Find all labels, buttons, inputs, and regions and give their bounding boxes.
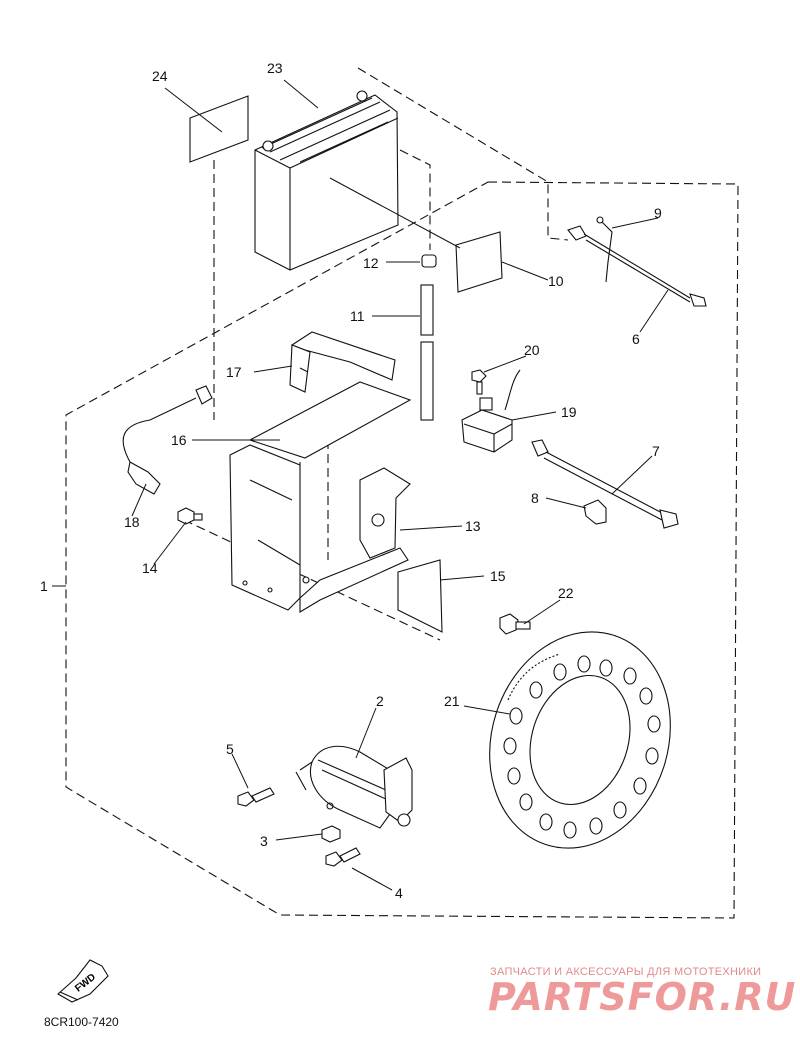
callout-18: 18 <box>124 514 140 530</box>
callout-15: 15 <box>490 568 506 584</box>
pad-15 <box>397 559 443 633</box>
assembly-boundary <box>65 181 739 919</box>
starter-motor <box>295 745 413 829</box>
bolt-22 <box>499 613 531 635</box>
callout-12: 12 <box>363 255 379 271</box>
callout-2: 2 <box>376 693 384 709</box>
battery-tray <box>229 444 411 613</box>
battery-label-24 <box>189 95 249 163</box>
pad-10 <box>455 231 503 293</box>
callout-6: 6 <box>632 331 640 347</box>
callout-8: 8 <box>531 490 539 506</box>
bolt-5 <box>237 787 275 807</box>
drawing-code: 8CR100-7420 <box>44 1015 119 1029</box>
callout-7: 7 <box>652 443 660 459</box>
callout-1: 1 <box>40 578 48 594</box>
nut-3 <box>321 825 341 843</box>
callout-19: 19 <box>561 404 577 420</box>
fwd-arrow-icon: FWD <box>57 959 109 1003</box>
battery-strap <box>289 331 396 393</box>
bolt-4 <box>325 847 361 867</box>
watermark: ЗАПЧАСТИ И АКСЕССУАРЫ ДЛЯ МОТОТЕХНИКИ PA… <box>488 966 796 1019</box>
callout-10: 10 <box>548 273 564 289</box>
starter-ring-gear <box>489 631 671 849</box>
bolt-20 <box>471 369 487 395</box>
callout-21: 21 <box>444 693 460 709</box>
callout-16: 16 <box>171 432 187 448</box>
leader-lines <box>52 79 669 891</box>
ring-holes <box>503 655 661 839</box>
clamp-8 <box>583 499 607 525</box>
callout-22: 22 <box>558 585 574 601</box>
rod-link-dashed <box>399 149 431 250</box>
callout-17: 17 <box>226 364 242 380</box>
watermark-brand: PARTSFOR.RU <box>488 975 796 1019</box>
rod-assembly <box>420 254 437 421</box>
callout-24: 24 <box>152 68 168 84</box>
callout-3: 3 <box>260 833 268 849</box>
callout-9: 9 <box>654 205 662 221</box>
battery-link-dashed <box>357 67 569 241</box>
callout-13: 13 <box>465 518 481 534</box>
bolt-14 <box>177 507 203 525</box>
plate-16 <box>248 381 412 459</box>
callout-4: 4 <box>395 885 403 901</box>
callout-11: 11 <box>350 308 365 324</box>
callout-20: 20 <box>524 342 540 358</box>
cable-7 <box>531 439 679 529</box>
cable-6 <box>567 225 707 307</box>
callout-labels: 1 2 3 4 5 6 7 8 9 10 11 12 13 14 15 16 1… <box>40 60 662 901</box>
callout-5: 5 <box>226 741 234 757</box>
watermark-tagline: ЗАПЧАСТИ И АКСЕССУАРЫ ДЛЯ МОТОТЕХНИКИ <box>490 966 761 978</box>
callout-23: 23 <box>267 60 283 76</box>
lead-18 <box>122 385 213 495</box>
callout-14: 14 <box>142 560 158 576</box>
wire-9 <box>596 216 613 283</box>
starter-relay <box>461 369 521 453</box>
battery <box>254 90 399 271</box>
